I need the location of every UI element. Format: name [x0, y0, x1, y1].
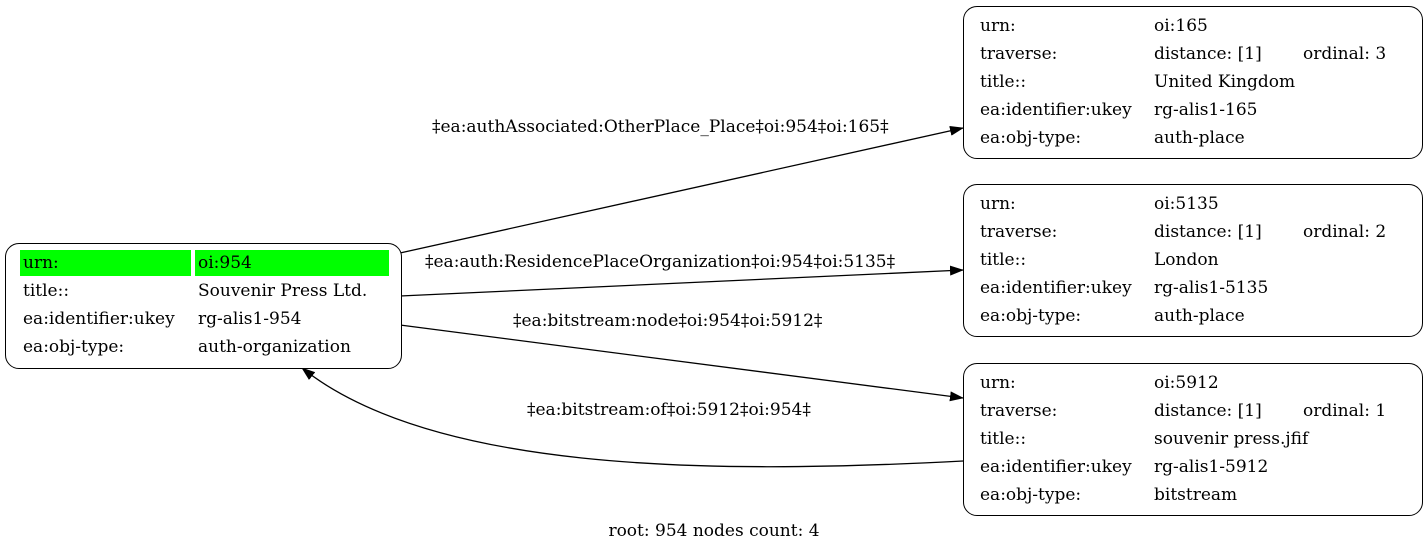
- node-key: title::: [980, 429, 1027, 449]
- edge-line-bitstream-node: [399, 324, 964, 402]
- edge-line-bitstream-of: [301, 367, 964, 468]
- node-key: ea:obj-type:: [980, 128, 1082, 148]
- node-oi-5135[interactable]: urn: oi:5135 traverse: distance: [1] ord…: [963, 184, 1423, 337]
- node-key: title::: [23, 281, 70, 301]
- node-value: United Kingdom: [1154, 72, 1296, 92]
- graph-footer: root: 954 nodes count: 4: [608, 521, 820, 541]
- node-key: ea:obj-type:: [980, 485, 1082, 505]
- node-value: auth-organization: [198, 337, 351, 357]
- node-value: distance: [1]: [1154, 401, 1262, 421]
- edge-line-residence: [399, 265, 964, 297]
- node-key: urn:: [20, 250, 191, 276]
- node-key: title::: [980, 250, 1027, 270]
- node-extra: ordinal: 2: [1303, 222, 1387, 242]
- node-value: Souvenir Press Ltd.: [198, 281, 368, 301]
- node-key: ea:identifier:ukey: [23, 309, 175, 329]
- node-value: distance: [1]: [1154, 222, 1262, 242]
- node-value: oi:165: [1154, 16, 1208, 36]
- node-value: bitstream: [1154, 485, 1238, 505]
- node-value: souvenir press.jfif: [1154, 429, 1309, 449]
- edge-line-authassociated: [399, 125, 964, 254]
- node-value: rg-alis1-5135: [1154, 278, 1269, 298]
- edge-label-bitstream-of: ‡ea:bitstream:of‡oi:5912‡oi:954‡: [527, 400, 811, 420]
- node-value: distance: [1]: [1154, 44, 1262, 64]
- edge-label-bitstream-node: ‡ea:bitstream:node‡oi:954‡oi:5912‡: [513, 311, 823, 331]
- node-oi-5912[interactable]: urn: oi:5912 traverse: distance: [1] ord…: [963, 363, 1423, 516]
- node-value: London: [1154, 250, 1219, 270]
- node-oi-165[interactable]: urn: oi:165 traverse: distance: [1] ordi…: [963, 6, 1423, 159]
- node-extra: ordinal: 1: [1303, 401, 1387, 421]
- node-value: auth-place: [1154, 306, 1245, 326]
- node-key: ea:identifier:ukey: [980, 100, 1132, 120]
- node-value: oi:954: [195, 250, 389, 276]
- node-key: traverse:: [980, 401, 1058, 421]
- node-value: oi:5135: [1154, 194, 1219, 214]
- node-key: ea:obj-type:: [980, 306, 1082, 326]
- node-root[interactable]: urn: oi:954 title:: Souvenir Press Ltd. …: [5, 243, 402, 369]
- node-value: oi:5912: [1154, 373, 1219, 393]
- node-key: traverse:: [980, 222, 1058, 242]
- node-key: title::: [980, 72, 1027, 92]
- edge-label-residence: ‡ea:auth:ResidencePlaceOrganization‡oi:9…: [425, 252, 896, 272]
- node-key: urn:: [980, 16, 1016, 36]
- node-key: ea:identifier:ukey: [980, 278, 1132, 298]
- node-key: ea:identifier:ukey: [980, 457, 1132, 477]
- node-key: urn:: [980, 194, 1016, 214]
- edge-label-authassociated: ‡ea:authAssociated:OtherPlace_Place‡oi:9…: [432, 117, 889, 137]
- node-key: urn:: [980, 373, 1016, 393]
- node-value: rg-alis1-165: [1154, 100, 1258, 120]
- node-key: traverse:: [980, 44, 1058, 64]
- node-value: rg-alis1-5912: [1154, 457, 1269, 477]
- node-extra: ordinal: 3: [1303, 44, 1387, 64]
- node-value: auth-place: [1154, 128, 1245, 148]
- node-value: rg-alis1-954: [198, 309, 302, 329]
- node-key: ea:obj-type:: [23, 337, 125, 357]
